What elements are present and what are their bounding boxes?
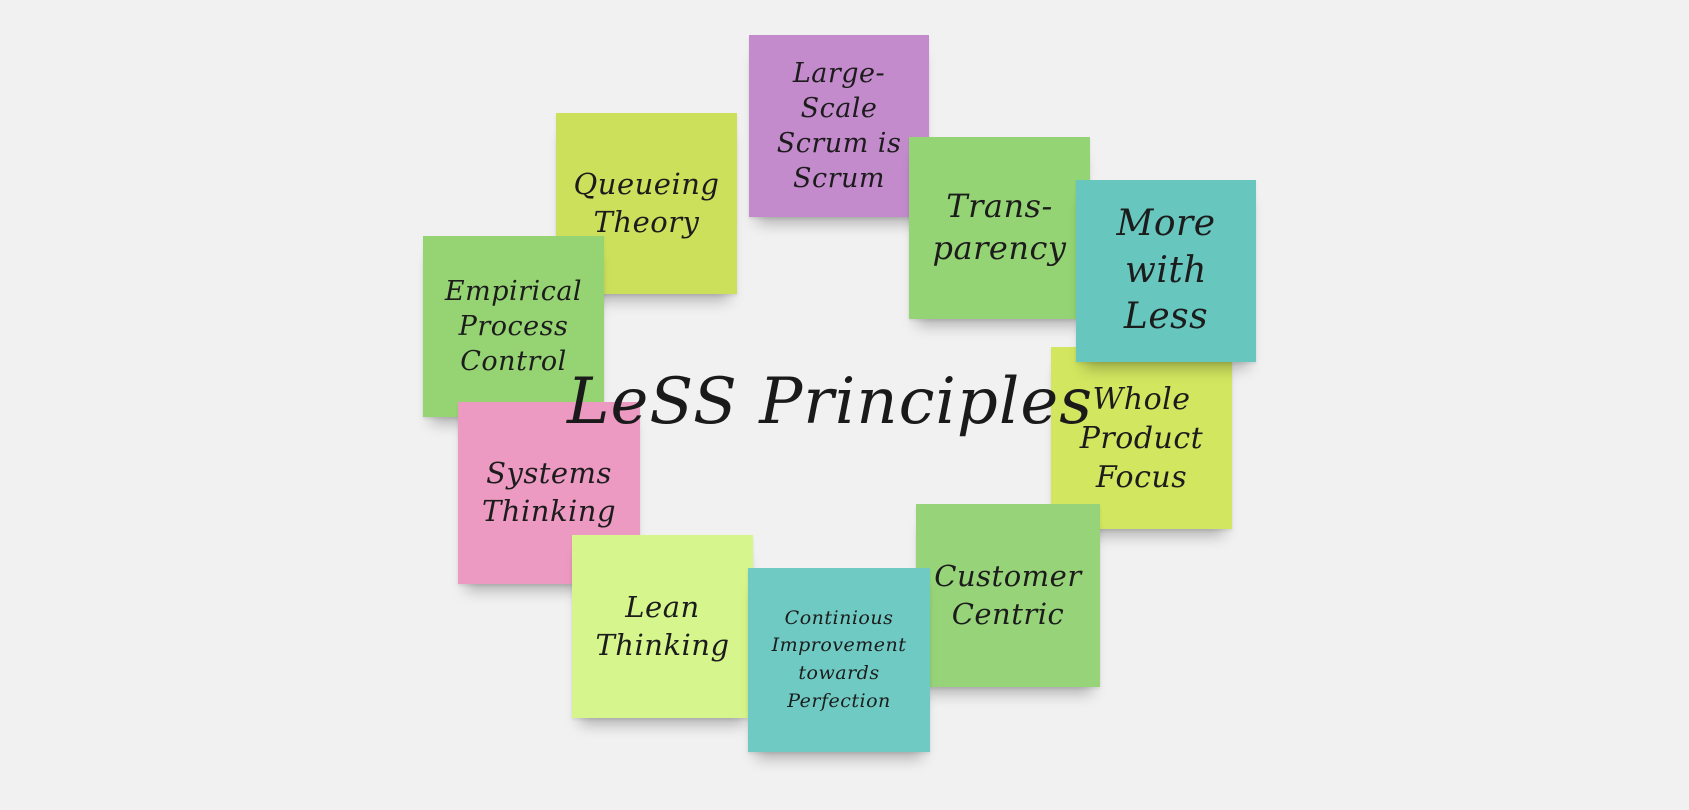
page-title: LeSS Principles xyxy=(566,365,1094,439)
note-transparency: Trans-parency xyxy=(909,137,1090,319)
note-text: Trans-parency xyxy=(932,187,1067,267)
